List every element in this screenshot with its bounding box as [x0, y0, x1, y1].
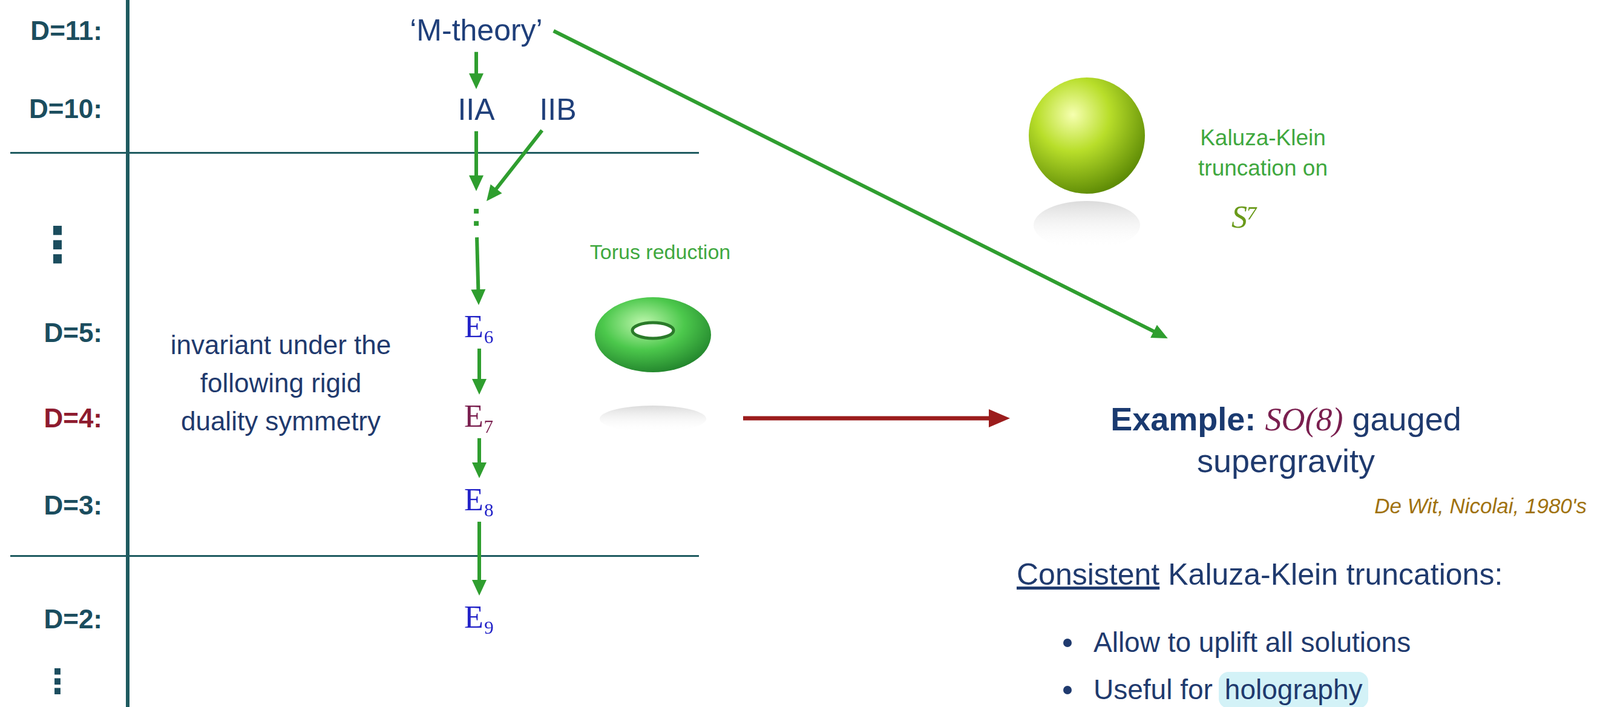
- arrow-shaft: [477, 348, 482, 382]
- node-text: E₉: [464, 599, 495, 635]
- theory-node: IIB: [536, 92, 579, 128]
- dimension-label: D=10:: [29, 93, 103, 126]
- node-text: IIB: [539, 92, 577, 127]
- node-text: E₇: [464, 398, 495, 434]
- flow-arrow: [472, 348, 487, 395]
- note-text: invariant under the following rigid dual…: [162, 325, 399, 440]
- example-block: Example:SO(8)gauged supergravity: [1077, 339, 1495, 482]
- reduction-arrowhead: [988, 409, 1010, 428]
- sphere-caption: Kaluza-Klein truncation on: [1175, 122, 1351, 184]
- dimension-label: D=11:: [30, 15, 103, 48]
- divider-line: [10, 554, 699, 557]
- arrowhead: [1150, 324, 1168, 339]
- ellipsis-node: :: [468, 194, 485, 234]
- theory-node: ‘M-theory’: [407, 13, 545, 49]
- dimension-label: D=4:: [43, 402, 103, 435]
- highlight-box: holography: [1218, 671, 1369, 707]
- theory-node: IIA: [455, 92, 497, 128]
- highlight-text: holography: [1224, 673, 1363, 705]
- divider-line: [10, 151, 699, 154]
- arrowhead: [468, 175, 484, 192]
- heading-word: Consistent: [1016, 556, 1160, 593]
- node-text: ‘M-theory’: [409, 13, 543, 48]
- torus: [594, 297, 712, 373]
- dimension-label: D=3:: [43, 489, 103, 522]
- bullet-dot: [1063, 638, 1072, 647]
- arrow-shaft: [474, 52, 479, 77]
- sphere: [1028, 77, 1145, 194]
- citation-text: De Wit, Nicolai, 1980's: [1374, 493, 1587, 519]
- symmetry-node: E₉: [461, 599, 497, 636]
- symmetry-node: E₇: [461, 398, 497, 435]
- axis-line: [125, 0, 130, 707]
- bullet-text: Allow to uplift all solutions: [1093, 625, 1411, 660]
- reduction-arrow: [743, 416, 993, 421]
- node-text: :: [470, 194, 483, 233]
- flow-arrow: [472, 438, 487, 479]
- arrow-shaft: [477, 438, 482, 465]
- flow-arrow: [468, 52, 484, 90]
- heading-text: Kaluza-Klein truncations:: [1167, 556, 1503, 593]
- torus-caption: Torus reduction: [590, 239, 731, 265]
- arrow-shaft: [477, 521, 482, 583]
- torus-hole: [632, 322, 674, 339]
- symmetry-node: E₈: [461, 481, 497, 519]
- arrow-shaft: [476, 237, 479, 292]
- bullet-text: Useful for: [1093, 672, 1213, 707]
- arrowhead: [472, 579, 487, 596]
- sphere-reflection: [1033, 200, 1141, 250]
- group-symbol: SO(8): [1264, 401, 1343, 438]
- arrowhead: [468, 73, 484, 89]
- ellipsis-mark: ⋮: [33, 216, 82, 275]
- example-heading: Example:: [1110, 400, 1256, 437]
- arrow-shaft: [474, 131, 479, 178]
- arrow-shaft: [553, 30, 1156, 333]
- flow-arrow: [468, 131, 484, 192]
- manifold-symbol: S⁷: [1231, 198, 1259, 237]
- arrow-shaft: [495, 130, 543, 191]
- arrowhead: [486, 183, 502, 201]
- flow-arrow: [470, 237, 486, 305]
- arrowhead: [472, 462, 487, 479]
- arrowhead: [472, 378, 487, 395]
- node-text: IIA: [457, 92, 495, 127]
- flow-arrow: [486, 130, 543, 201]
- dimension-label: D=5:: [43, 317, 103, 350]
- ellipsis-mark: ⋮: [40, 660, 75, 702]
- bullet-dot: [1063, 685, 1072, 695]
- flow-arrow: [553, 30, 1168, 339]
- node-text: E₆: [464, 309, 495, 344]
- symmetry-node: E₆: [461, 308, 497, 345]
- flow-arrow: [472, 521, 487, 596]
- torus-reflection: [599, 405, 707, 433]
- node-text: E₈: [464, 482, 495, 517]
- dimension-label: D=2:: [43, 603, 103, 636]
- arrowhead: [470, 289, 486, 305]
